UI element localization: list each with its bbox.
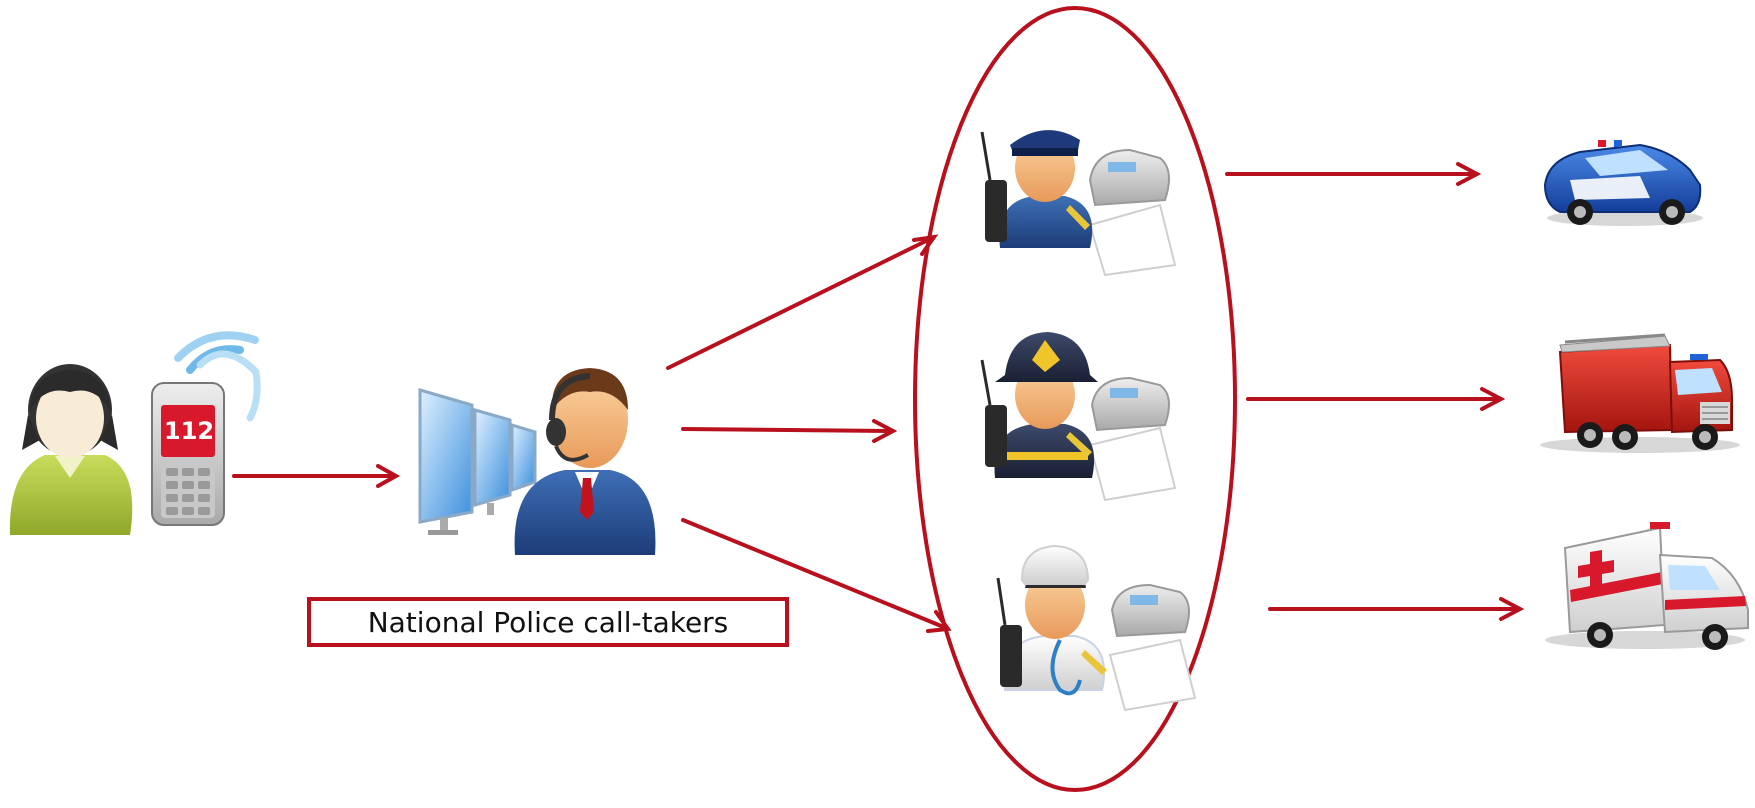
arrowhead-calltaker-to-fire — [872, 419, 898, 443]
flow-arrows — [232, 162, 1525, 633]
dispatch-center-ellipse — [913, 6, 1237, 792]
arrowhead-medical-to-ambulance — [1499, 597, 1525, 621]
phone-screen-number: 112 — [164, 417, 215, 445]
fire-dispatcher-icon — [980, 332, 1177, 502]
medical-dispatcher-icon — [996, 544, 1197, 712]
arrowhead-fire-to-truck — [1480, 387, 1506, 411]
call-takers-label-text: National Police call-takers — [367, 605, 729, 639]
mobile-phone-icon — [151, 331, 261, 526]
call-takers-label: National Police call-takers — [307, 597, 789, 647]
arrowhead-calltaker-to-medical — [926, 610, 952, 633]
ambulance-icon — [1545, 522, 1749, 650]
arrow-calltaker-to-medical — [681, 518, 948, 630]
arrowhead-police-to-car — [1456, 162, 1482, 186]
arrowhead-calltaker-to-police — [912, 234, 939, 256]
caller-woman-icon — [9, 364, 133, 535]
arrowhead-caller-to-calltaker — [376, 464, 401, 488]
call-taker-headset-icon — [514, 368, 656, 555]
police-dispatcher-icon — [980, 130, 1177, 277]
monitor-bank-icon — [418, 388, 537, 535]
arrow-calltaker-to-fire — [681, 427, 893, 433]
arrow-calltaker-to-police — [666, 236, 934, 370]
police-car-icon — [1543, 140, 1703, 226]
fire-truck-icon — [1540, 333, 1740, 453]
